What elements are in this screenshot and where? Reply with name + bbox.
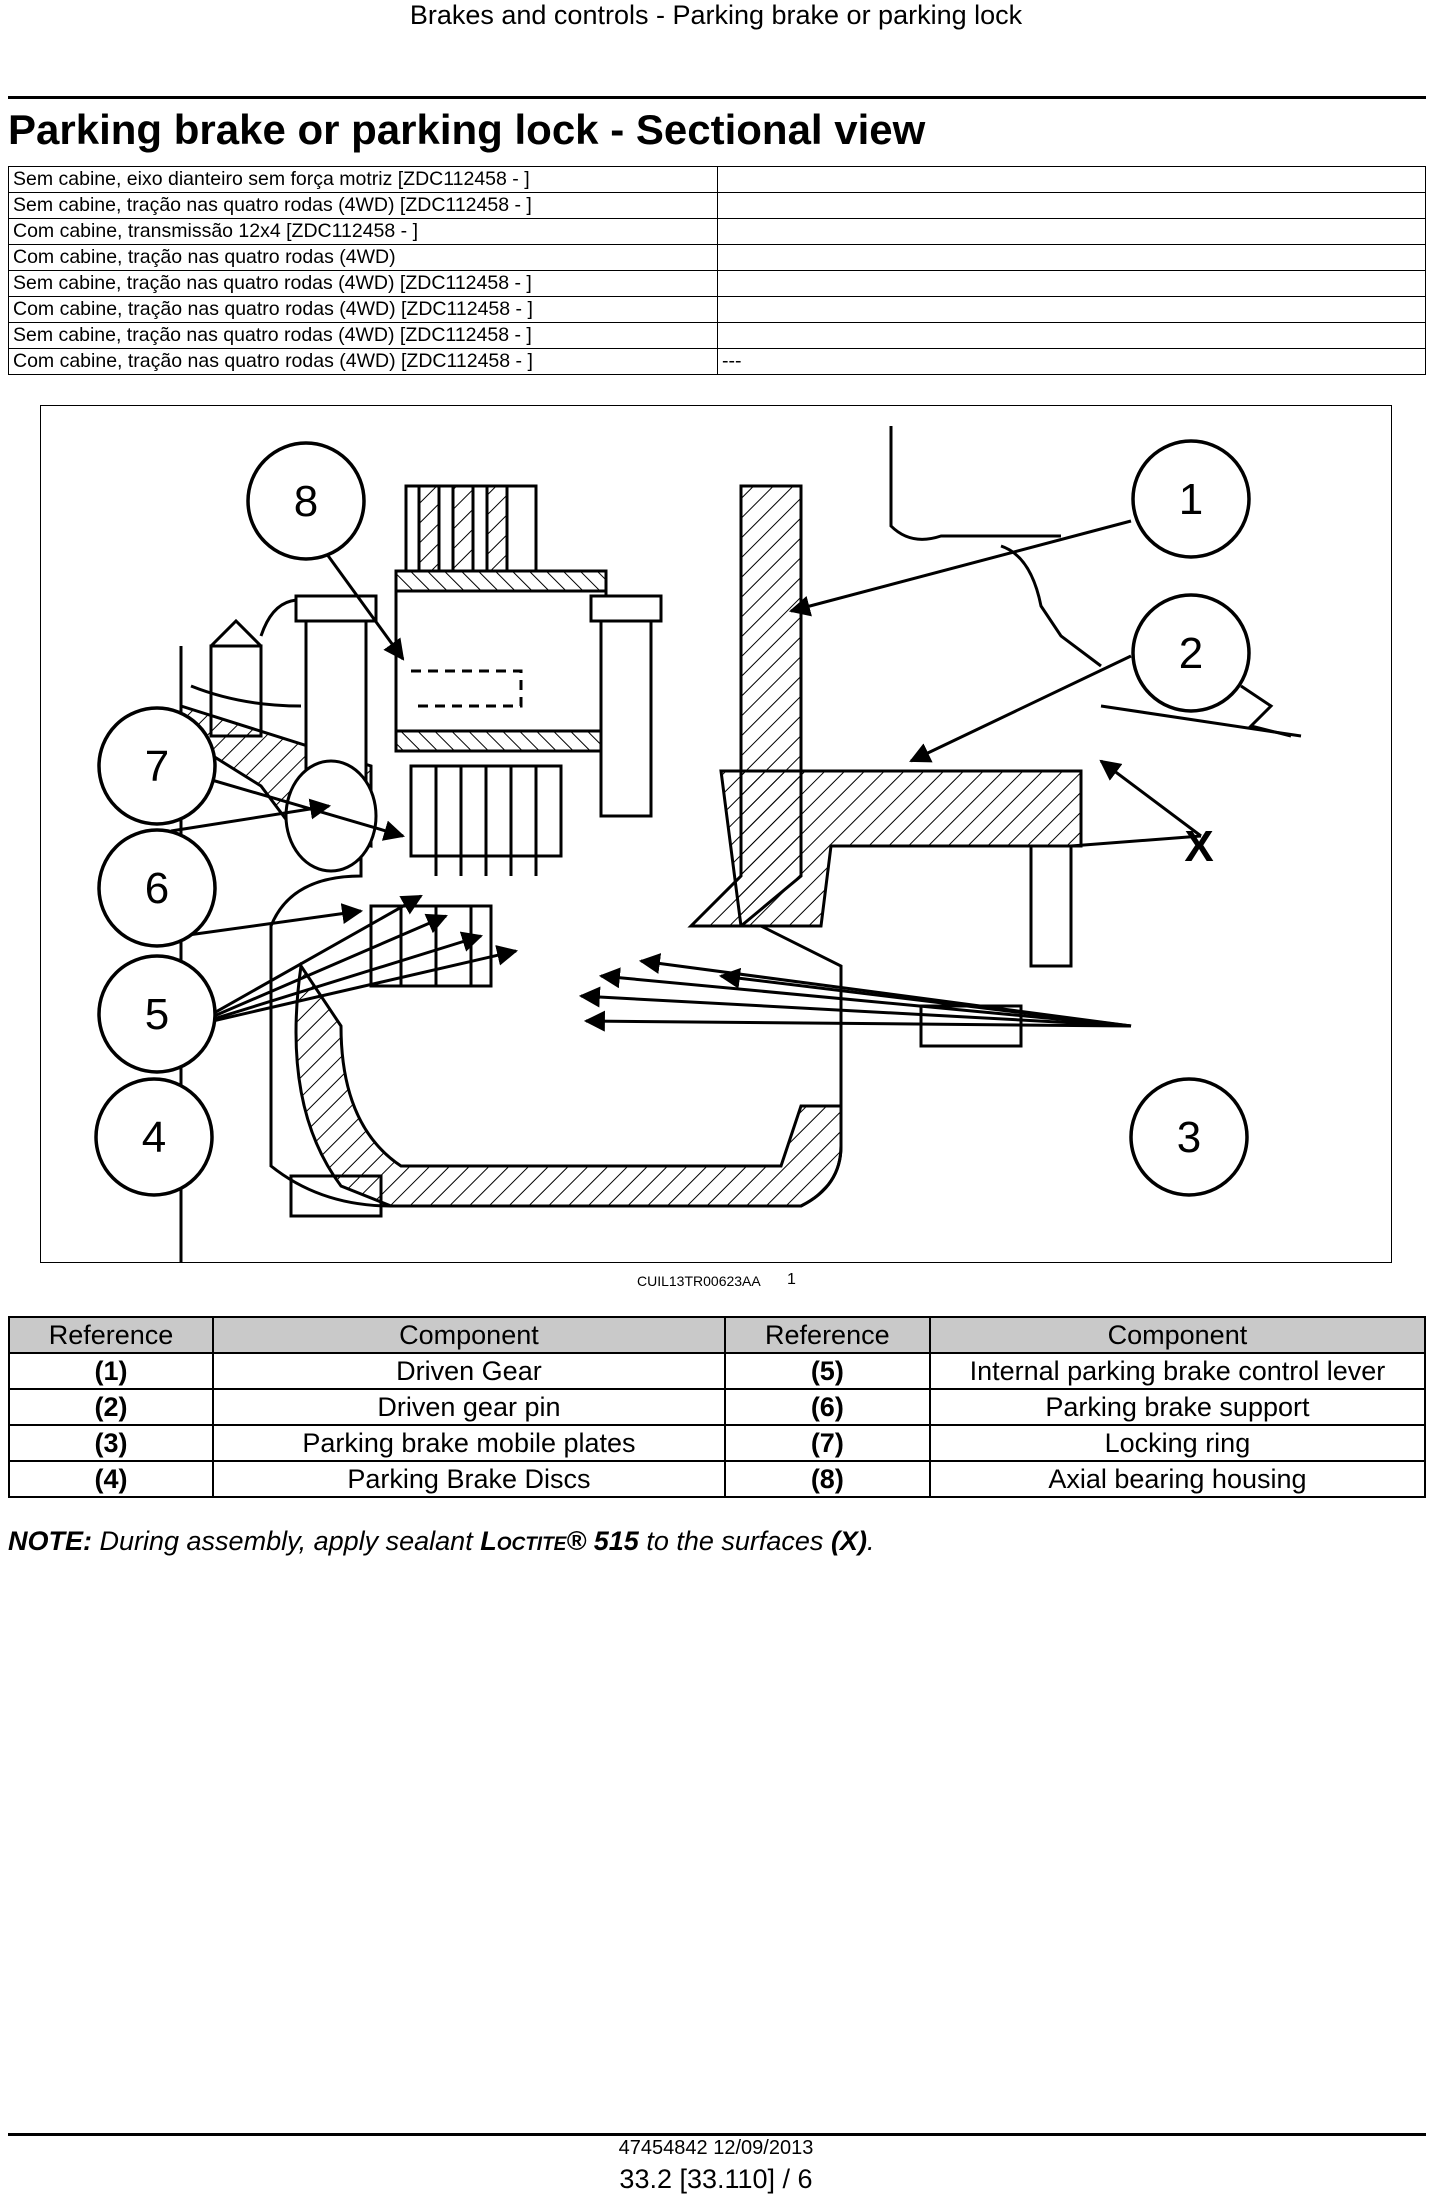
svg-text:1: 1 [1179,475,1203,524]
table-row: Com cabine, tração nas quatro rodas (4WD… [8,244,1426,271]
table-row: (3) Parking brake mobile plates (7) Lock… [7,1424,1427,1462]
sealant-brand: Loctite® [480,1526,587,1556]
component-cell: Locking ring [928,1424,1427,1462]
callout-4: 4 [94,1077,214,1197]
component-cell: Parking brake mobile plates [212,1424,726,1462]
reference-cell: (1) [7,1352,215,1390]
component-cell: Parking brake support [928,1388,1427,1426]
svg-text:7: 7 [145,742,169,791]
table-row: Sem cabine, tração nas quatro rodas (4WD… [8,270,1426,297]
svg-text:2: 2 [1179,629,1203,678]
page-title: Parking brake or parking lock - Sectiona… [8,106,926,153]
table-row: Com cabine, tração nas quatro rodas (4WD… [8,348,1426,375]
header-component: Component [212,1316,726,1354]
housing-section [179,426,1302,1262]
applicability-table: Sem cabine, eixo dianteiro sem força mot… [8,166,1426,375]
value-cell [717,218,1426,245]
note-text: . [866,1526,875,1556]
figure-code: CUIL13TR00623AA [637,1273,761,1289]
reference-cell: (7) [723,1424,931,1462]
model-cell: Sem cabine, tração nas quatro rodas (4WD… [8,270,718,297]
table-header-row: Reference Component Reference Component [7,1316,1427,1354]
note-label: NOTE: [8,1526,92,1556]
component-cell: Axial bearing housing [928,1460,1427,1498]
value-cell [717,296,1426,323]
model-cell: Sem cabine, tração nas quatro rodas (4WD… [8,322,718,349]
sectional-view-figure: 1 2 3 4 5 6 7 8 X [40,405,1392,1263]
callout-7: 7 [97,706,217,826]
footer-rule [8,2133,1426,2136]
reference-cell: (3) [7,1424,215,1462]
svg-text:6: 6 [145,864,169,913]
table-row: Sem cabine, tração nas quatro rodas (4WD… [8,192,1426,219]
svg-text:8: 8 [294,477,318,526]
table-row: Sem cabine, tração nas quatro rodas (4WD… [8,322,1426,349]
value-cell [717,192,1426,219]
reference-table: Reference Component Reference Component … [7,1316,1427,1498]
callout-1: 1 [1131,439,1251,559]
leader-lines [170,519,1202,1032]
sectional-view-drawing: 1 2 3 4 5 6 7 8 X [94,426,1302,1262]
model-cell: Sem cabine, tração nas quatro rodas (4WD… [8,192,718,219]
callout-6: 6 [97,828,217,948]
reference-cell: (5) [723,1352,931,1390]
running-header: Brakes and controls - Parking brake or p… [409,0,1023,30]
svg-text:5: 5 [145,990,169,1039]
model-cell: Com cabine, tração nas quatro rodas (4WD… [8,244,718,271]
reference-cell: (6) [723,1388,931,1426]
header-reference: Reference [7,1316,215,1354]
sealant-product: 515 [586,1526,639,1556]
value-cell [717,270,1426,297]
component-cell: Driven gear pin [212,1388,726,1426]
surface-reference: (X) [830,1526,867,1556]
value-cell [717,166,1426,193]
component-cell: Driven Gear [212,1352,726,1390]
table-row: (2) Driven gear pin (6) Parking brake su… [7,1388,1427,1426]
model-cell: Sem cabine, eixo dianteiro sem força mot… [8,166,718,193]
svg-text:3: 3 [1177,1113,1201,1162]
page-number: 33.2 [33.110] / 6 [619,2164,813,2194]
brake-pack-shape [284,759,563,988]
document-number: 47454842 12/09/2013 [618,2137,814,2159]
reference-cell: (4) [7,1460,215,1498]
driven-gear-pin-shape [294,484,663,848]
header-component: Component [928,1316,1427,1354]
component-cell: Internal parking brake control lever [928,1352,1427,1390]
header-rule [8,96,1426,99]
svg-text:4: 4 [142,1113,166,1162]
note-text: During assembly, apply sealant [92,1526,481,1556]
value-cell [717,244,1426,271]
model-cell: Com cabine, tração nas quatro rodas (4WD… [8,348,718,375]
callout-8: 8 [246,441,366,561]
reference-cell: (2) [7,1388,215,1426]
model-cell: Com cabine, transmissão 12x4 [ZDC112458 … [8,218,718,245]
callout-2: 2 [1131,593,1251,713]
component-cell: Parking Brake Discs [212,1460,726,1498]
assembly-note: NOTE: During assembly, apply sealant Loc… [8,1526,874,1557]
callout-5: 5 [97,954,217,1074]
callout-3: 3 [1129,1077,1249,1197]
reference-cell: (8) [723,1460,931,1498]
figure-number: 1 [787,1271,796,1288]
table-row: (4) Parking Brake Discs (8) Axial bearin… [7,1460,1427,1498]
table-row: Com cabine, transmissão 12x4 [ZDC112458 … [8,218,1426,245]
model-cell: Com cabine, tração nas quatro rodas (4WD… [8,296,718,323]
surface-x-label: X [1184,822,1213,871]
value-cell [717,322,1426,349]
value-cell: --- [717,348,1426,375]
table-row: Sem cabine, eixo dianteiro sem força mot… [8,166,1426,193]
table-row: Com cabine, tração nas quatro rodas (4WD… [8,296,1426,323]
note-text: to the surfaces [638,1526,831,1556]
header-reference: Reference [723,1316,931,1354]
table-row: (1) Driven Gear (5) Internal parking bra… [7,1352,1427,1390]
